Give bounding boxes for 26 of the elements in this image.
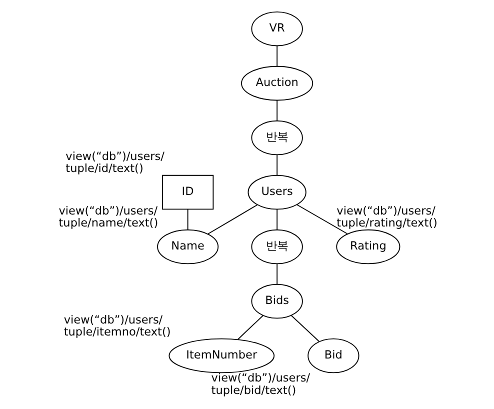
node-ellipse: Name bbox=[156, 229, 218, 264]
connector bbox=[276, 263, 278, 285]
node-label: view(“db”)/users/ tuple/bid/text() bbox=[210, 372, 310, 397]
connector bbox=[236, 315, 264, 340]
connector bbox=[296, 204, 348, 234]
node-ellipse: 반복 bbox=[250, 120, 302, 156]
node-label: view(“db”)/users/ tuple/rating/text() bbox=[336, 204, 437, 230]
node-ellipse: Rating bbox=[336, 229, 400, 264]
node-ellipse: ItemNumber bbox=[168, 338, 274, 374]
node-ellipse: Users bbox=[247, 174, 306, 210]
node-ellipse: VR bbox=[250, 11, 302, 46]
node-ellipse: Bid bbox=[307, 338, 359, 374]
node-ellipse: Bids bbox=[250, 284, 302, 319]
node-label: view(“db”)/users/ tuple/name/text() bbox=[58, 204, 158, 230]
node-label: view(“db”)/users/ tuple/id/text() bbox=[65, 150, 164, 176]
connector bbox=[186, 208, 188, 230]
node-ellipse: Auction bbox=[240, 66, 313, 101]
connector bbox=[206, 204, 258, 234]
node-ellipse: 반복 bbox=[250, 229, 302, 264]
connector bbox=[276, 100, 278, 122]
connector bbox=[276, 45, 278, 67]
node-label: view(“db”)/users/ tuple/itemno/text() bbox=[63, 313, 170, 339]
connector bbox=[290, 315, 319, 342]
node-box: ID bbox=[161, 174, 214, 210]
connector bbox=[276, 208, 278, 230]
connector bbox=[276, 154, 278, 176]
